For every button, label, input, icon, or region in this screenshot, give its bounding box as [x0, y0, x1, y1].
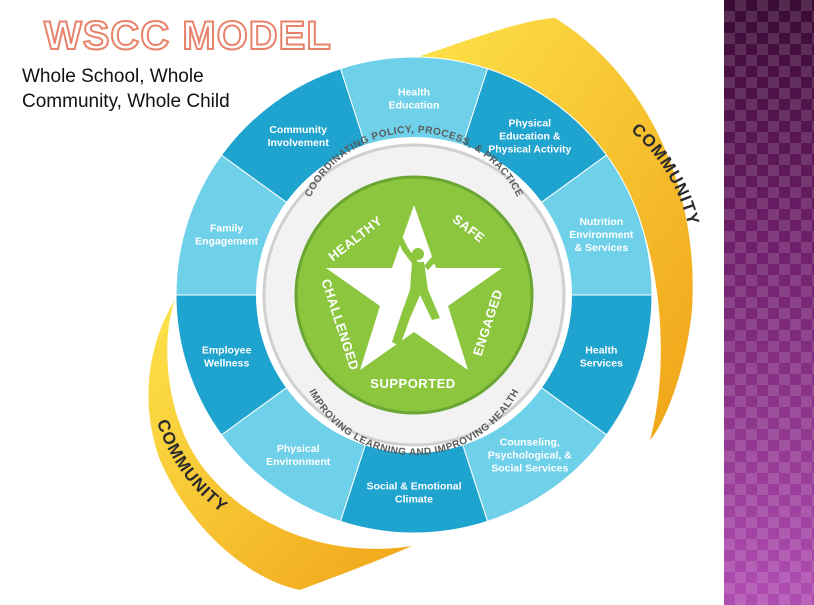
- page-title: WSCC MODEL: [43, 13, 332, 59]
- community-arc-top-right: [408, 18, 693, 440]
- subtitle: Whole School, Whole Community, Whole Chi…: [22, 64, 230, 114]
- decorative-side-panel: [724, 0, 814, 605]
- jumping-child-icon: [392, 238, 445, 346]
- subtitle-line-2: Community, Whole Child: [22, 91, 230, 112]
- community-arc-bottom-left: [148, 300, 412, 590]
- component-label-counseling: Counseling,Psychological, &Social Servic…: [488, 436, 572, 474]
- label-supported: SUPPORTED: [370, 376, 455, 391]
- subtitle-line-1: Whole School, Whole: [22, 66, 204, 87]
